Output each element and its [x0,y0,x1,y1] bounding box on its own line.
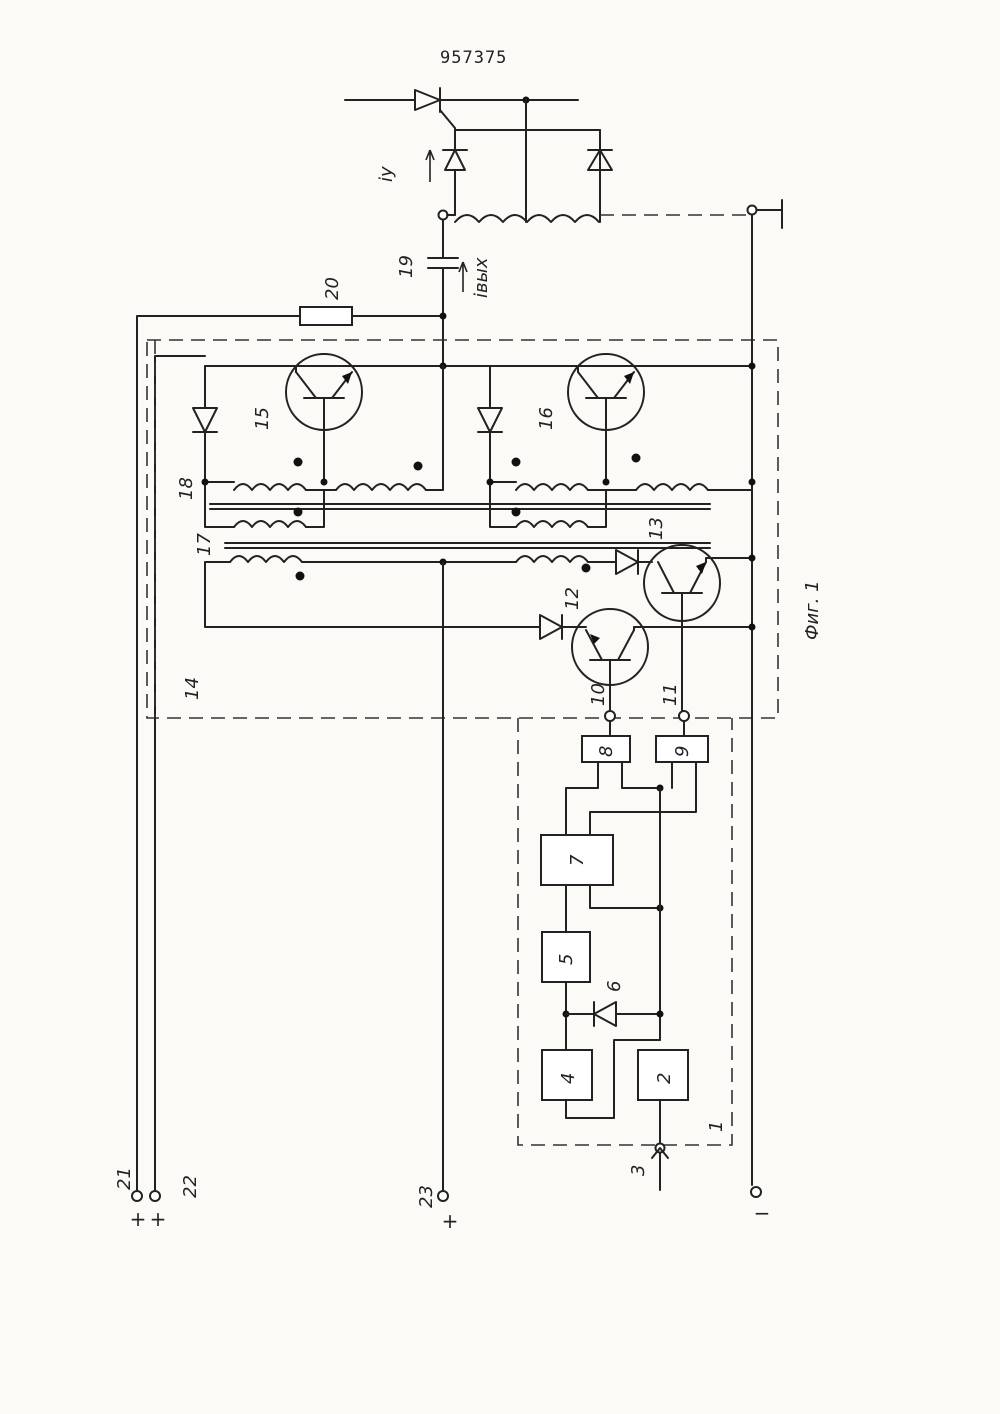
current-iout-label: iвых [471,257,492,298]
stage-14-boundary [147,340,778,718]
svg-text:13: 13 [646,517,667,540]
input-3[interactable]: 3 [628,1144,668,1177]
svg-text:14: 14 [182,677,203,700]
svg-text:2: 2 [654,1073,675,1084]
svg-text:+: + [130,1207,147,1231]
diode-left-upper [193,366,217,482]
svg-text:16: 16 [536,407,557,430]
transistor-13: 13 11 [644,517,756,715]
svg-text:3: 3 [628,1165,649,1176]
svg-text:4: 4 [558,1073,579,1084]
control-diode-left [445,150,465,170]
thyristor-network: iу [345,88,782,228]
svg-text:8: 8 [596,746,617,757]
svg-text:+: + [442,1209,459,1233]
terminal-minus[interactable]: − [751,1187,770,1225]
svg-text:1: 1 [706,1121,727,1132]
transformer-18: 18 [176,366,756,527]
block-5: 5 [542,885,590,982]
thyristor-symbol [415,90,440,110]
transistor-16: 16 [536,354,644,480]
svg-text:18: 18 [176,477,197,500]
block-9: 9 [656,721,708,762]
current-iu-label: iу [376,166,397,182]
svg-text:22: 22 [180,1175,201,1198]
resistor-20-body [300,307,352,325]
block-7: 7 [541,835,613,885]
block-8: 8 [582,721,630,762]
transistor-15: 15 [252,354,362,480]
svg-text:5: 5 [556,954,577,965]
svg-text:15: 15 [252,407,273,430]
terminal-21[interactable]: 21 + [114,1167,146,1231]
svg-text:11: 11 [660,683,681,706]
svg-text:6: 6 [604,981,625,992]
diode-12: 12 [540,587,586,639]
capacitor-19: 19 iвых [396,220,492,366]
diode-right-upper [478,366,502,482]
svg-text:23: 23 [416,1185,437,1208]
svg-text:−: − [754,1201,771,1225]
svg-text:9: 9 [672,746,693,757]
svg-text:20: 20 [322,277,343,300]
svg-text:17: 17 [194,533,215,556]
svg-text:10: 10 [588,683,609,706]
svg-text:7: 7 [567,854,588,866]
resistor-20: 20 [137,277,447,1190]
terminal-22[interactable]: 22 + [150,1175,201,1231]
svg-text:21: 21 [114,1167,135,1190]
figure-caption: Фиг. 1 [802,580,823,640]
terminal-23[interactable]: 23 + [416,1185,458,1233]
svg-text:12: 12 [562,587,583,610]
svg-text:+: + [150,1207,167,1231]
svg-text:19: 19 [396,255,417,278]
